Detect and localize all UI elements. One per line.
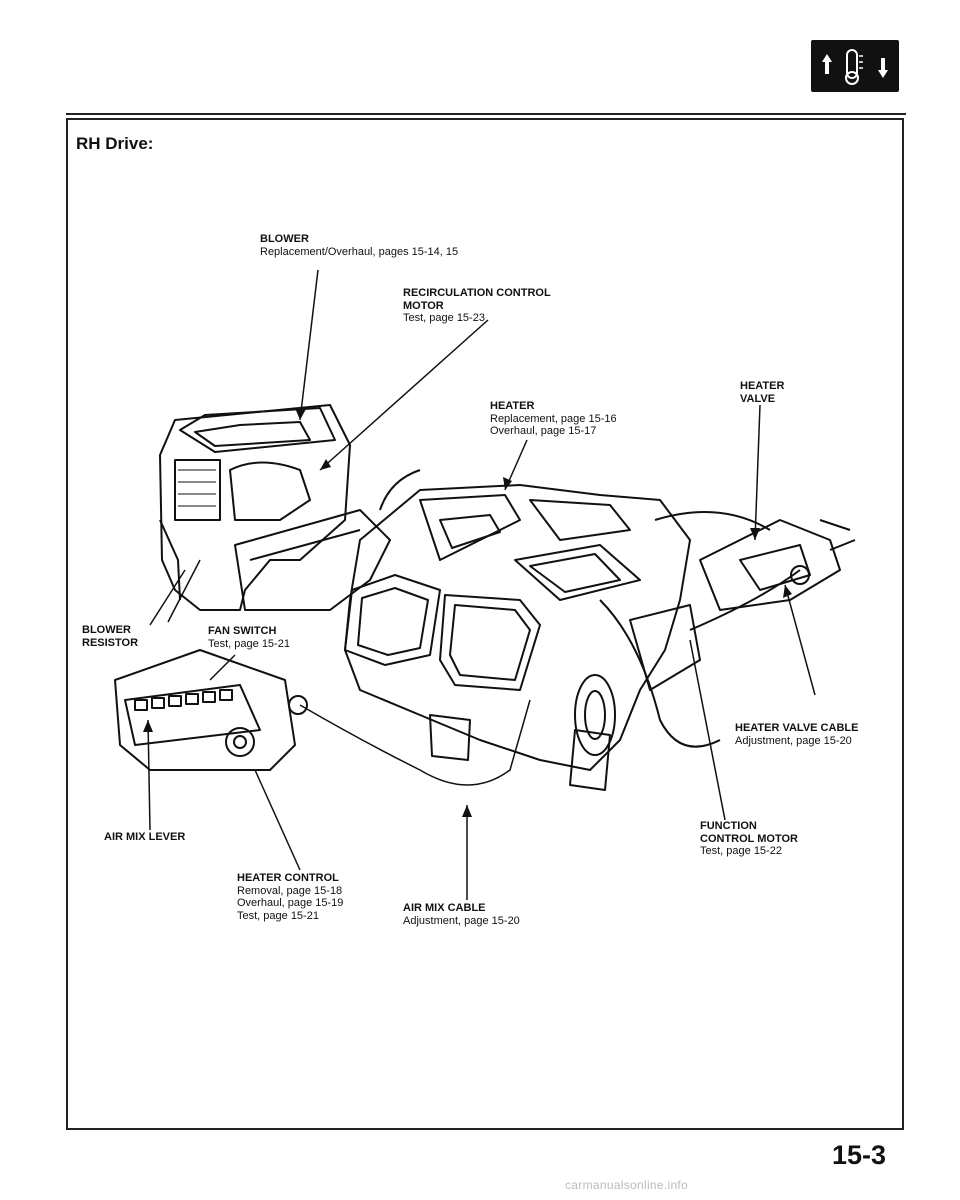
label-air-mix-cable: AIR MIX CABLE Adjustment, page 15-20 bbox=[403, 902, 520, 927]
label-function-control-motor: FUNCTION CONTROL MOTOR Test, page 15-22 bbox=[700, 820, 798, 857]
label-recirculation-control-motor: RECIRCULATION CONTROL MOTOR Test, page 1… bbox=[403, 287, 551, 324]
footer-watermark: carmanualsonline.info bbox=[565, 1178, 689, 1192]
connecting-duct bbox=[234, 509, 391, 611]
heater-case bbox=[344, 484, 691, 771]
label-blower-resistor: BLOWER RESISTOR bbox=[82, 624, 139, 649]
front-vent-left bbox=[344, 574, 441, 666]
page-number: 15-3 bbox=[832, 1140, 887, 1170]
heater-valve bbox=[699, 519, 841, 611]
diagram-frame bbox=[66, 118, 904, 1130]
label-heater: HEATER Replacement, page 15-16 Overhaul,… bbox=[490, 400, 617, 437]
label-heater-valve: HEATER VALVE bbox=[740, 380, 785, 405]
air-mix-cable-line bbox=[299, 699, 531, 786]
label-air-mix-lever: AIR MIX LEVER bbox=[104, 831, 186, 843]
heater-control-panel bbox=[114, 649, 296, 771]
header-rule bbox=[66, 113, 906, 115]
section-heading: RH Drive: bbox=[76, 134, 154, 153]
label-fan-switch: FAN SWITCH Test, page 15-21 bbox=[208, 625, 290, 650]
front-vent-right bbox=[439, 594, 541, 691]
blower-housing bbox=[159, 404, 351, 611]
temperature-up-down-icon bbox=[822, 49, 888, 85]
heater-section-badge bbox=[811, 40, 899, 92]
label-heater-control: HEATER CONTROL Removal, page 15-18 Overh… bbox=[237, 872, 344, 922]
label-heater-valve-cable: HEATER VALVE CABLE Adjustment, page 15-2… bbox=[735, 722, 859, 747]
label-blower: BLOWER Replacement/Overhaul, pages 15-14… bbox=[260, 233, 459, 258]
